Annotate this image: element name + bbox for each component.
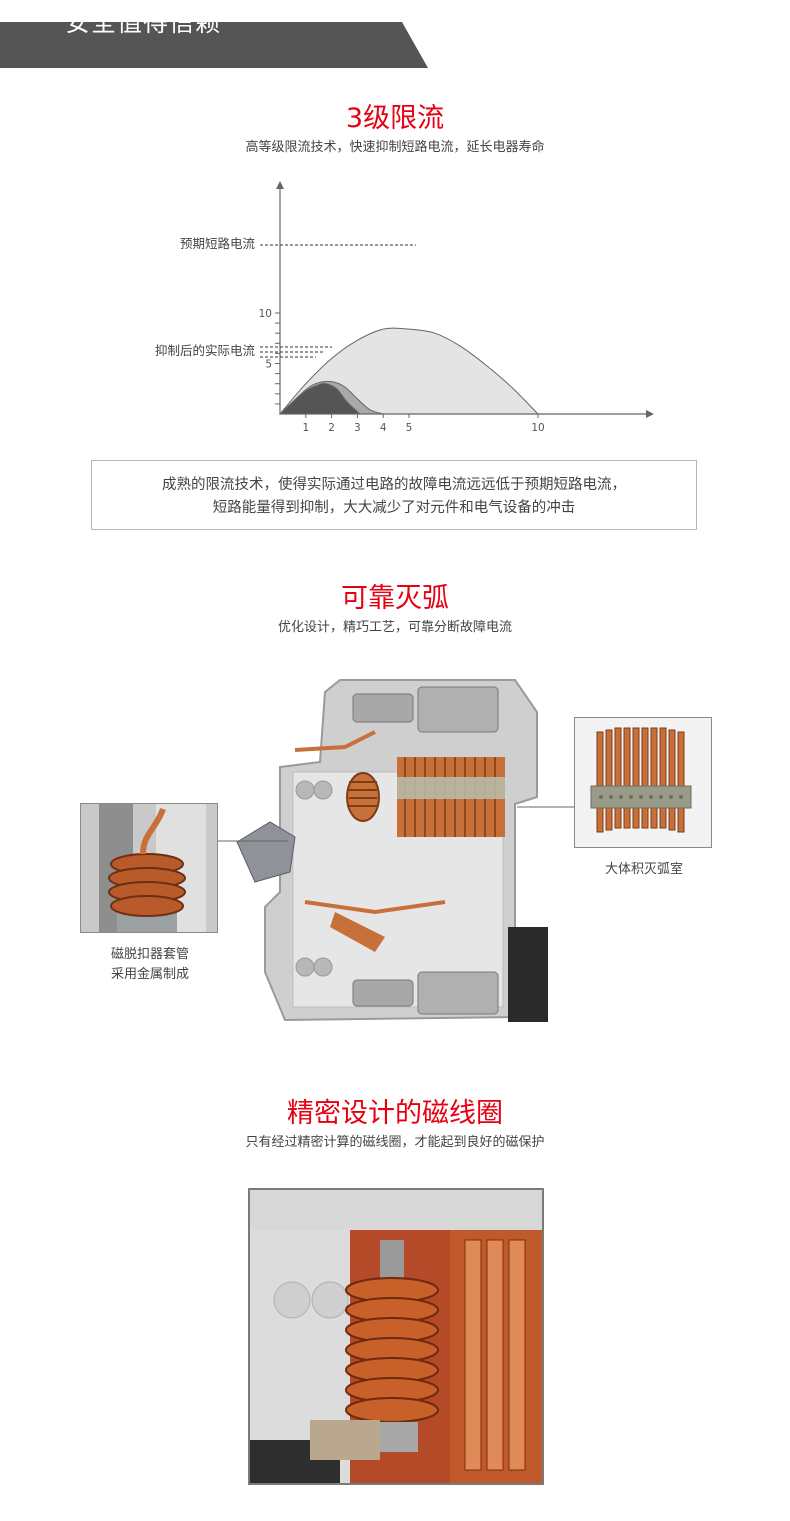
explanation-line-2: 短路能量得到抑制，大大减少了对元件和电气设备的冲击 xyxy=(212,500,576,516)
arc-chamber-detail-image xyxy=(574,717,712,848)
section-subtitle-magnetic-coil: 只有经过精密计算的磁线圈，才能起到良好的磁保护 xyxy=(245,1135,545,1150)
explanation-line-1: 成熟的限流技术，使得实际通过电路的故障电流远远低于预期短路电流， xyxy=(162,477,626,493)
section-subtitle-current-limiting: 高等级限流技术，快速抑制短路电流，延长电器寿命 xyxy=(245,140,545,155)
annotation-prospective-current: 预期短路电流 xyxy=(180,236,256,251)
section-title-magnetic-coil: 精密设计的磁线圈 xyxy=(287,1098,503,1129)
x-axis-arrow xyxy=(646,410,654,418)
x-tick-label-1: 1 xyxy=(302,422,309,434)
x-tick-label-4: 4 xyxy=(380,422,387,434)
series-area-2 xyxy=(278,382,362,415)
section-title-arc-extinguishing: 可靠灭弧 xyxy=(341,583,449,614)
callout-line-right xyxy=(517,806,574,808)
x-tick-label-3: 3 xyxy=(354,422,361,434)
x-tick-label-2: 2 xyxy=(328,422,335,434)
explanation-text: 成熟的限流技术，使得实际通过电路的故障电流远远低于预期短路电流， 短路能量得到抑制… xyxy=(92,474,696,520)
explanation-box: 成熟的限流技术，使得实际通过电路的故障电流远远低于预期短路电流， 短路能量得到抑制… xyxy=(91,460,697,530)
y-tick-label-5: 5 xyxy=(265,359,272,371)
caption-coil-sleeve-line-1: 磁脱扣器套管 xyxy=(110,947,189,962)
caption-coil-sleeve-line-2: 采用金属制成 xyxy=(110,967,189,982)
x-tick-label-10: 10 xyxy=(531,422,544,434)
current-limiting-chart: 1 2 3 4 5 10 5 10 预期短路电流 抑制后的实际电流 xyxy=(155,181,654,434)
y-tick-label-10: 10 xyxy=(259,308,272,320)
annotation-limited-current: 抑制后的实际电流 xyxy=(155,343,256,358)
chart-series-layer xyxy=(278,327,540,415)
caption-coil-sleeve: 磁脱扣器套管 采用金属制成 xyxy=(80,945,220,985)
caption-arc-chamber: 大体积灭弧室 xyxy=(604,862,683,877)
y-axis-arrow xyxy=(276,181,284,189)
chart-ticks-layer: 1 2 3 4 5 10 5 10 xyxy=(259,308,545,434)
section-title-current-limiting: 3级限流 xyxy=(345,103,445,134)
coil-sleeve-detail-image xyxy=(80,803,218,933)
banner-title: 安全值得信赖 xyxy=(65,8,222,37)
section-banner xyxy=(0,22,428,68)
breaker-cutaway-image xyxy=(236,679,548,1022)
magnetic-coil-closeup-image xyxy=(248,1188,544,1485)
callout-line-left xyxy=(218,840,288,842)
section-subtitle-arc-extinguishing: 优化设计，精巧工艺，可靠分断故障电流 xyxy=(277,620,512,635)
x-tick-label-5: 5 xyxy=(406,422,413,434)
